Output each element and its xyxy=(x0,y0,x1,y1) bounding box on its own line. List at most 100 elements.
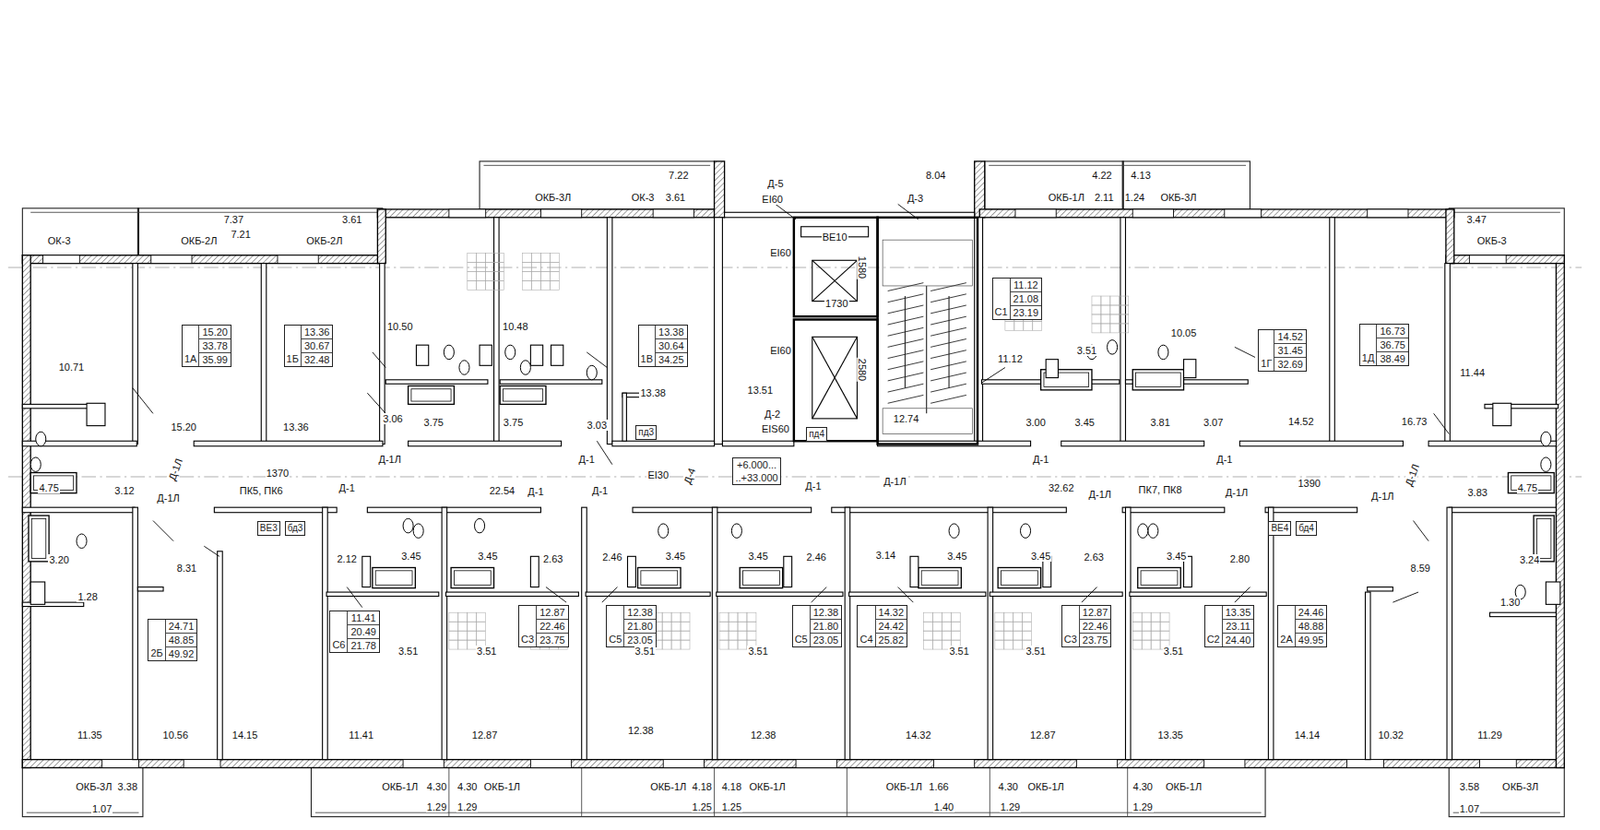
bathtub xyxy=(997,567,1041,588)
plan-label: 10.32 xyxy=(1376,729,1405,741)
area-column: 15.2033.7835.99 xyxy=(198,325,231,367)
interior-wall xyxy=(632,507,812,513)
plan-label: Д-1 xyxy=(338,482,356,494)
interior-wall xyxy=(1445,263,1451,445)
area-column: 14.5231.4532.69 xyxy=(1273,330,1306,371)
floor-tile xyxy=(1160,621,1170,631)
balcony-outline-group xyxy=(22,161,1565,818)
area-value: 32.69 xyxy=(1274,356,1306,371)
interior-wall xyxy=(987,507,994,759)
area-value: 23.19 xyxy=(1010,305,1043,320)
floor-tile xyxy=(662,640,672,650)
interior-wall xyxy=(581,507,588,759)
plan-label: 1.07 xyxy=(1458,803,1481,815)
floor-tile xyxy=(476,630,486,640)
stair-landing-group xyxy=(882,239,972,434)
elevator-cross xyxy=(812,336,858,419)
plan-label: 16.73 xyxy=(1400,415,1429,427)
floor-tile xyxy=(719,621,729,631)
floor-tile xyxy=(531,271,541,281)
plan-label: 32.62 xyxy=(1047,482,1076,494)
floor-tile xyxy=(1101,296,1111,306)
floor-tile xyxy=(941,621,951,631)
floor-tile xyxy=(1132,640,1142,650)
floor-tile xyxy=(1132,612,1142,622)
appliance-group xyxy=(30,344,1561,605)
door-leaf xyxy=(132,388,154,415)
plan-label: 13.35 xyxy=(1156,729,1185,741)
plan-label: 3.20 xyxy=(47,554,70,566)
bathtub-inner xyxy=(921,570,959,585)
exterior-wall xyxy=(22,255,383,264)
bathtub-inner xyxy=(31,518,46,558)
interior-wall xyxy=(831,507,1067,513)
core-shaft-group xyxy=(794,217,978,445)
floor-tile xyxy=(495,262,505,273)
plan-label: 3.51 xyxy=(634,645,656,657)
interior-wall xyxy=(1120,217,1126,445)
door-leaf xyxy=(898,203,919,220)
floor-tile xyxy=(1141,630,1151,640)
plan-label: Д-3 xyxy=(906,192,925,204)
stair-rail xyxy=(925,285,927,414)
balcony-outline xyxy=(310,767,1266,817)
interior-wall xyxy=(1428,440,1556,447)
window xyxy=(933,759,974,769)
plan-label: 3.45 xyxy=(946,550,968,562)
floor-tile xyxy=(522,253,533,263)
apartment-area-box: С512.3821.8023.05 xyxy=(605,604,657,648)
interior-wall xyxy=(217,551,224,760)
window xyxy=(1015,209,1056,218)
area-value: 14.52 xyxy=(1274,330,1306,344)
apartment-code: 1В xyxy=(639,325,655,367)
floor-tile xyxy=(1119,296,1129,306)
plan-label: ОКБ-3Л xyxy=(533,191,572,203)
stair-tread xyxy=(888,394,925,403)
appliance xyxy=(479,344,492,366)
plan-label: ОКБ-1Л xyxy=(649,781,688,793)
plan-label: 10.56 xyxy=(162,729,190,741)
floor-tile xyxy=(449,621,459,631)
interior-wall xyxy=(1329,217,1336,445)
plan-label: ПК5, ПК6 xyxy=(238,485,285,497)
floor-tile xyxy=(728,621,738,631)
floor-tile xyxy=(1141,612,1151,622)
marker-box: ВЕ4 xyxy=(1268,521,1292,536)
plan-label: 3.75 xyxy=(502,416,524,428)
window xyxy=(1204,759,1245,769)
interior-wall xyxy=(367,507,541,513)
bathtub-inner xyxy=(503,389,544,402)
plan-label: 10.71 xyxy=(58,361,86,373)
plan-label: 1.29 xyxy=(1132,801,1154,813)
apartment-code: С5 xyxy=(793,605,810,647)
marker-text: бд3 xyxy=(285,521,306,535)
floor-tile xyxy=(1004,630,1014,640)
balcony-outline xyxy=(984,161,1251,210)
floor-tile xyxy=(540,280,550,290)
door-leaf xyxy=(1392,592,1419,603)
plan-label: 3.06 xyxy=(381,413,403,425)
balcony-outline xyxy=(22,767,143,817)
window xyxy=(42,255,80,264)
plan-label: 3.45 xyxy=(746,550,769,562)
interior-wall xyxy=(1448,507,1556,513)
plan-label: ОК-3 xyxy=(630,191,656,203)
balcony-outline xyxy=(1448,208,1565,256)
door-leaf xyxy=(1234,346,1256,357)
floor-tile xyxy=(522,280,533,290)
area-value: 21.78 xyxy=(347,638,380,652)
balcony-rail xyxy=(846,767,848,817)
floor-tile xyxy=(531,262,541,273)
plan-label: 10.05 xyxy=(1170,327,1198,339)
toilet-symbol xyxy=(1158,344,1169,359)
bathtub xyxy=(450,567,494,588)
interior-wall xyxy=(326,592,439,596)
plan-label: 12.38 xyxy=(627,724,655,736)
plan-label: 4.30 xyxy=(426,781,448,793)
area-value: 12.38 xyxy=(624,605,656,619)
floor-tile xyxy=(495,280,505,290)
door-leaf xyxy=(1234,587,1251,604)
floor-tile xyxy=(1091,323,1102,333)
door-leaf xyxy=(898,587,914,604)
apartment-code: 1Г xyxy=(1258,330,1274,371)
